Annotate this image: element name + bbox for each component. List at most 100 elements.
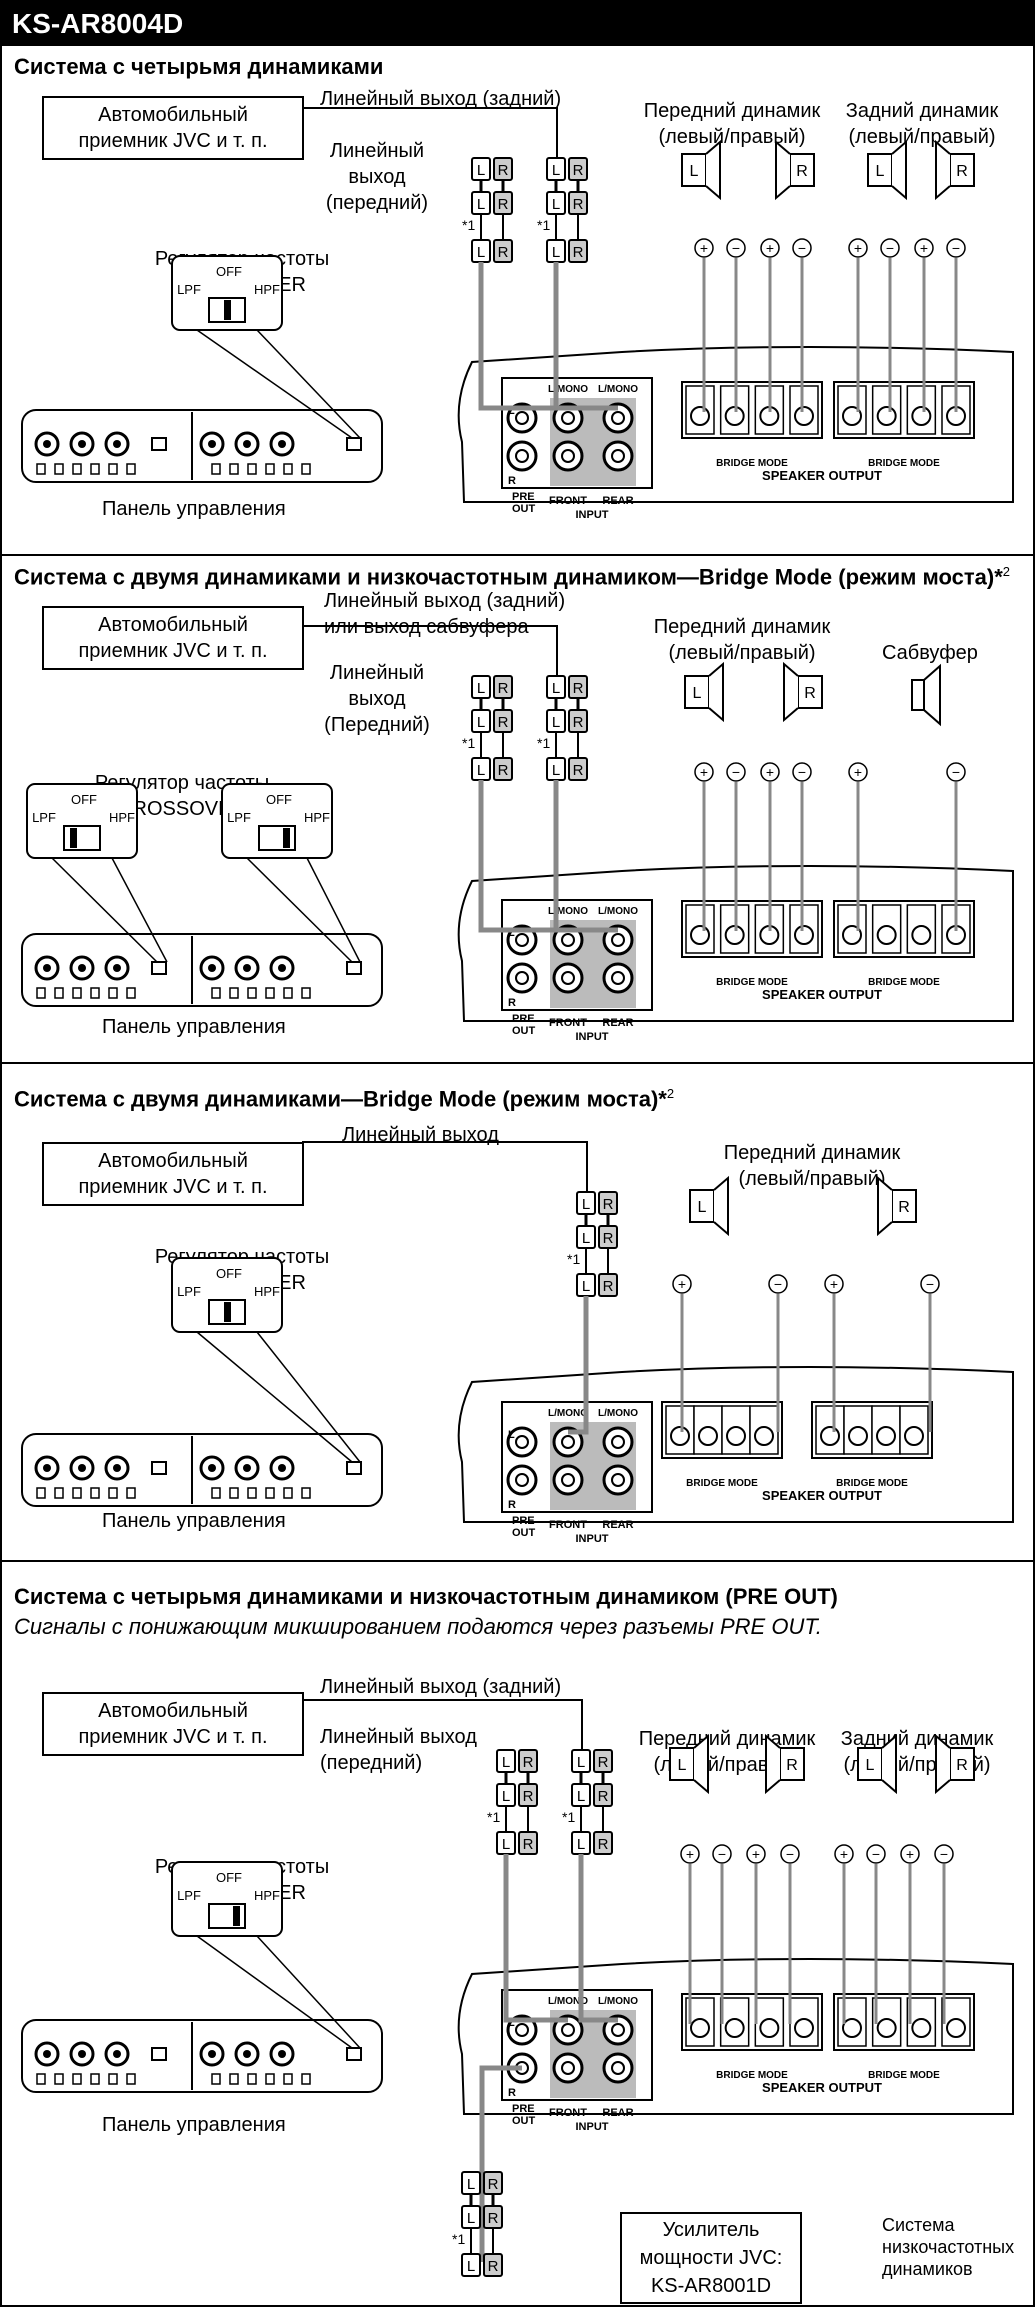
rca-jack-center bbox=[561, 2023, 575, 2037]
receiver-label: Автомобильный приемник JVC и т. п. bbox=[78, 104, 268, 152]
polarity-mark bbox=[768, 1274, 788, 1294]
panel-led bbox=[54, 463, 64, 475]
switch-knob bbox=[70, 828, 77, 848]
terminal-screw bbox=[698, 1426, 718, 1446]
panel-led bbox=[229, 463, 239, 475]
polarity-sign: − bbox=[926, 1276, 934, 1292]
knob-center bbox=[43, 964, 51, 972]
plug-letter: L bbox=[467, 2258, 475, 2275]
front-label: FRONT bbox=[549, 1519, 587, 1531]
speaker-cone bbox=[713, 1175, 729, 1237]
polarity-mark bbox=[694, 762, 714, 782]
panel-led bbox=[247, 2073, 257, 2085]
control-panel-label: Панель управления bbox=[102, 498, 286, 520]
speaker-letter: R bbox=[786, 1757, 798, 1774]
speaker-icon bbox=[669, 1747, 695, 1781]
jack-l-label: L bbox=[508, 2017, 515, 2029]
zoom-leader bbox=[111, 857, 168, 963]
plug-letter: L bbox=[477, 714, 485, 731]
footnote-star: *1 bbox=[452, 2231, 465, 2247]
plug-letter: R bbox=[603, 1196, 614, 1213]
plug-letter: R bbox=[523, 1754, 534, 1771]
polarity-sign: + bbox=[854, 764, 862, 780]
panel-led bbox=[72, 463, 82, 475]
knob-center bbox=[278, 964, 286, 972]
panel-led bbox=[247, 987, 257, 999]
receiver-box: Автомобильный приемник JVC и т. п. bbox=[42, 1692, 304, 1756]
jack-l-label: L bbox=[508, 1429, 515, 1441]
panel-switch bbox=[151, 961, 167, 975]
preout-label: PRE bbox=[512, 1013, 535, 1025]
footnote-mark: 2 bbox=[1002, 564, 1010, 579]
plug-letter: R bbox=[603, 1278, 614, 1295]
panel-led bbox=[247, 1487, 257, 1499]
panel-led bbox=[211, 2073, 221, 2085]
polarity-sign: + bbox=[766, 764, 774, 780]
panel-led bbox=[90, 2073, 100, 2085]
rca-jack-center bbox=[611, 933, 625, 947]
rca-jack-center bbox=[611, 2061, 625, 2075]
zoom-leader bbox=[256, 1331, 361, 1463]
lmono-label: L/MONO bbox=[548, 1408, 588, 1419]
panel-led bbox=[283, 1487, 293, 1499]
speaker-letter: R bbox=[898, 1199, 910, 1216]
zoom-leader bbox=[256, 1935, 361, 2049]
panel-led bbox=[283, 987, 293, 999]
footnote-mark: 2 bbox=[666, 1086, 675, 1101]
knob-center bbox=[243, 440, 251, 448]
knob-center bbox=[278, 1464, 286, 1472]
panel-led bbox=[90, 463, 100, 475]
plug-letter: R bbox=[573, 680, 584, 697]
plug-letter: L bbox=[552, 714, 560, 731]
terminal-screw bbox=[911, 925, 932, 945]
panel-led bbox=[108, 2073, 118, 2085]
knob-center bbox=[243, 2050, 251, 2058]
panel-led bbox=[126, 2073, 136, 2085]
receiver-box: Автомобильный приемник JVC и т. п. bbox=[42, 1142, 304, 1206]
speaker-icon bbox=[949, 153, 975, 187]
terminal-screw bbox=[820, 1426, 840, 1446]
receiver-box: Автомобильный приемник JVC и т. п. bbox=[42, 96, 304, 160]
plug-letter: R bbox=[488, 2176, 499, 2193]
speaker-cone bbox=[705, 139, 721, 201]
panel-switch bbox=[346, 1461, 362, 1475]
knob-center bbox=[208, 1464, 216, 1472]
polarity-sign: + bbox=[766, 240, 774, 256]
jack-r-label: R bbox=[508, 475, 516, 487]
polarity-sign: + bbox=[700, 764, 708, 780]
plug-letter: L bbox=[577, 1754, 585, 1771]
lmono-label: L/MONO bbox=[548, 906, 588, 917]
polarity-sign: + bbox=[752, 1846, 760, 1862]
plug-letter: L bbox=[502, 1754, 510, 1771]
rca-jack-center bbox=[611, 1435, 625, 1449]
speaker-output-label: SPEAKER OUTPUT bbox=[762, 1488, 882, 1503]
terminal-screw bbox=[794, 406, 814, 426]
panel-switch bbox=[151, 2047, 167, 2061]
speaker-cone bbox=[935, 1733, 951, 1795]
plug-letter: R bbox=[603, 1230, 614, 1247]
panel-switch bbox=[151, 1461, 167, 1475]
rca-jack-center bbox=[561, 1473, 575, 1487]
terminal-screw bbox=[911, 2018, 932, 2038]
switch-lpf-label: LPF bbox=[177, 1888, 201, 1903]
polarity-sign: − bbox=[718, 1846, 726, 1862]
polarity-sign: − bbox=[798, 240, 806, 256]
switch-off-label: OFF bbox=[216, 1870, 242, 1885]
panel-led bbox=[108, 1487, 118, 1499]
receiver-cable bbox=[302, 625, 558, 676]
rca-jack-center bbox=[611, 971, 625, 985]
panel-led bbox=[283, 463, 293, 475]
polarity-mark bbox=[780, 1844, 800, 1864]
plug-letter: R bbox=[488, 2258, 499, 2275]
plug-letter: R bbox=[523, 1836, 534, 1853]
front-label: FRONT bbox=[549, 2107, 587, 2119]
polarity-mark bbox=[672, 1274, 692, 1294]
switch-lpf-label: LPF bbox=[32, 810, 56, 825]
jack-r-label: R bbox=[508, 997, 516, 1009]
speaker-letter: R bbox=[796, 163, 808, 180]
plug-letter: R bbox=[488, 2210, 499, 2227]
input-label: INPUT bbox=[576, 1533, 609, 1545]
polarity-mark bbox=[946, 238, 966, 258]
speaker-letter: L bbox=[678, 1757, 687, 1774]
